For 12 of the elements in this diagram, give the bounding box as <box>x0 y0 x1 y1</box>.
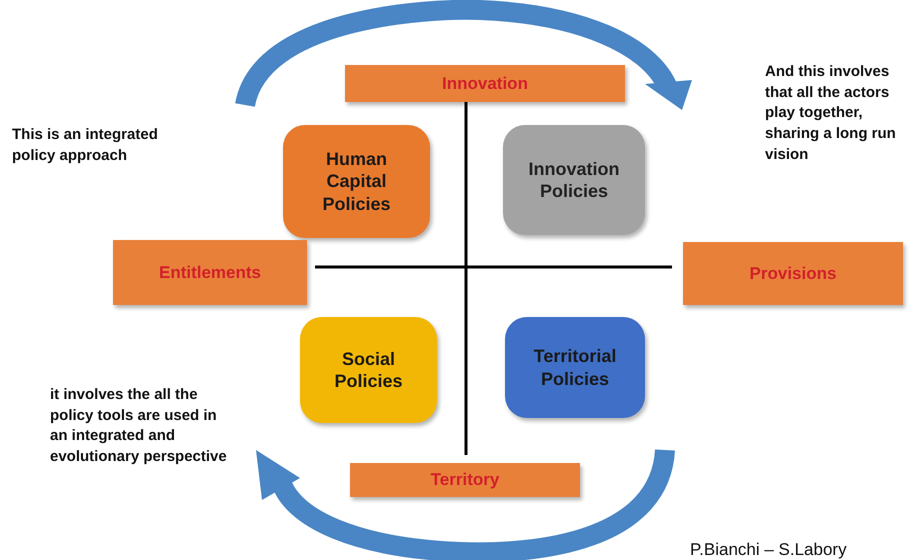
policy-box: Territorial Policies <box>505 317 645 418</box>
policy-box: Innovation Policies <box>503 125 645 235</box>
label-band: Territory <box>350 463 580 497</box>
author-credit: P.Bianchi – S.Labory <box>690 539 848 560</box>
label-band: Provisions <box>683 242 903 305</box>
note-text: And this involves that all the actors play together, sharing a long run vision <box>765 62 897 164</box>
note-text: it involves the all the policy tools are used in an integrated and evolutionary perspective <box>50 385 228 467</box>
label-band: Innovation <box>345 65 625 102</box>
note-text: This is an integrated policy approach <box>12 125 159 166</box>
policy-box: Social Policies <box>300 317 437 423</box>
policy-box: Human Capital Policies <box>283 125 430 238</box>
label-band: Entitlements <box>113 240 307 305</box>
